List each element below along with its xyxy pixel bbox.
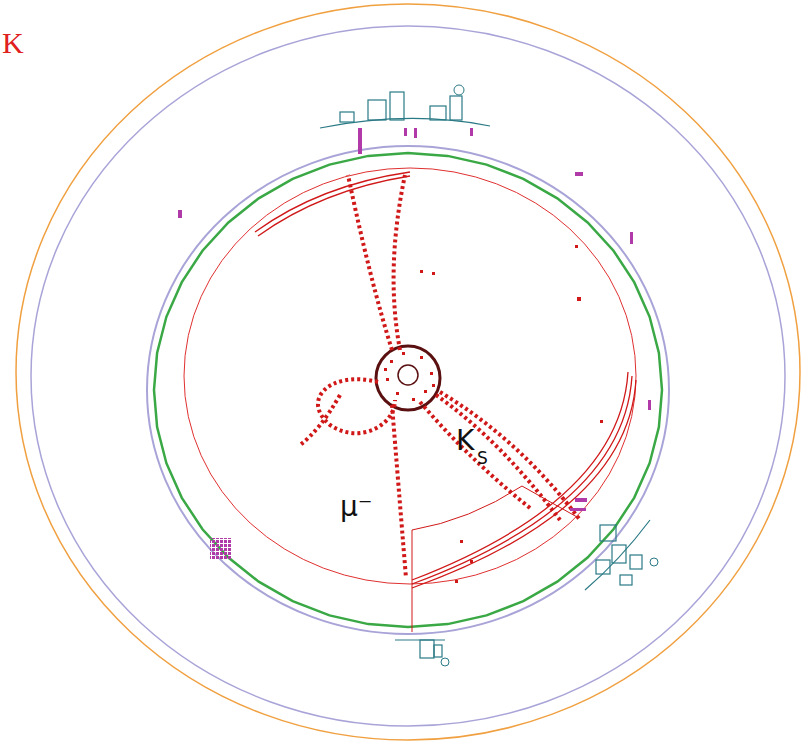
- vertex-ring: [376, 346, 440, 410]
- tracks: [300, 175, 580, 578]
- muon-ring: [31, 26, 785, 726]
- calorimeter-ring: [147, 146, 669, 634]
- tracker-ring: [184, 168, 636, 584]
- outer-ring: [16, 4, 800, 740]
- particle-subscript: S: [477, 450, 488, 467]
- beam-pipe: [398, 365, 418, 385]
- calorimeter-polygon: [154, 153, 662, 627]
- sector-outline: [412, 486, 577, 632]
- corner-label: K: [2, 28, 24, 58]
- vertex-hits: [384, 352, 435, 401]
- calorimeter-deposits: [178, 85, 658, 666]
- particle-label: μ⁻: [340, 493, 373, 521]
- track-fits: [255, 172, 636, 588]
- particle-label: K: [456, 427, 474, 455]
